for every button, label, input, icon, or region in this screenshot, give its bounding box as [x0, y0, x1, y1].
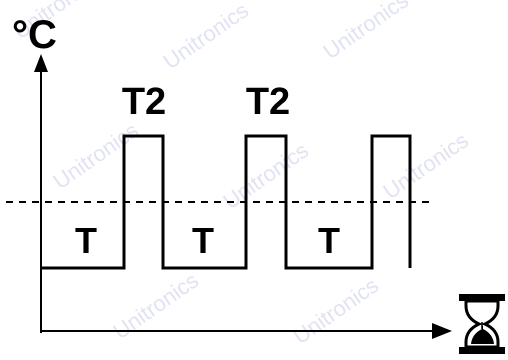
watermark-layer: Unitronics Unitronics Unitronics Unitron… [9, 0, 473, 349]
upper-level-label: T2 [246, 81, 290, 123]
watermark-text: Unitronics [109, 268, 203, 345]
x-axis-arrowhead [432, 323, 452, 339]
lower-level-label: T [192, 220, 214, 261]
watermark-text: Unitronics [379, 128, 473, 205]
temperature-square-wave [41, 134, 412, 270]
watermark-text: Unitronics [319, 0, 413, 64]
watermark-text: Unitronics [159, 0, 253, 74]
hourglass-icon [459, 294, 505, 354]
y-axis-unit-label: °C [12, 13, 57, 57]
x-axis [41, 323, 452, 339]
y-axis-arrowhead [34, 54, 48, 72]
watermark-text: Unitronics [289, 273, 383, 350]
y-axis [34, 54, 48, 333]
lower-level-label: T [75, 220, 97, 261]
lower-level-label: T [318, 220, 340, 261]
watermark-text: Unitronics [49, 118, 143, 195]
upper-level-label: T2 [122, 81, 166, 123]
